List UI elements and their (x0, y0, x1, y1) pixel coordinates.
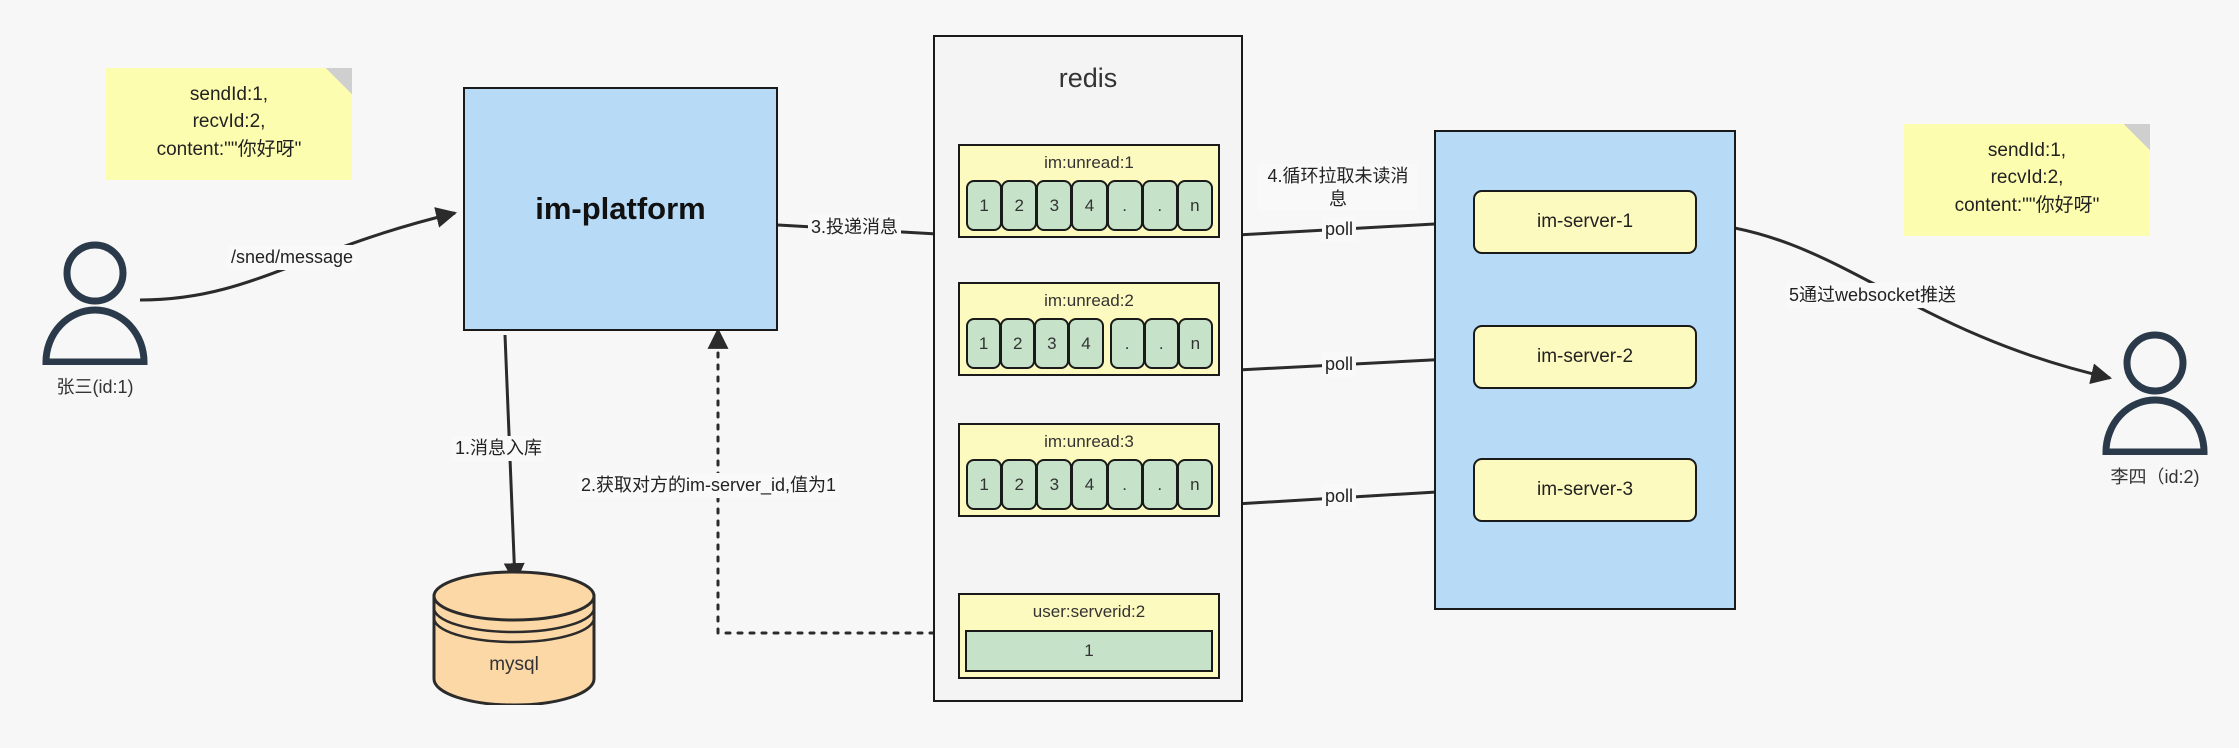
redis-cell[interactable]: 1 (966, 318, 1002, 369)
note-fold-icon (326, 68, 352, 94)
redis-title: redis (1058, 63, 1118, 93)
actor-receiver-label: 李四（id:2) (2110, 467, 2200, 487)
edge-label-step3: 3.投递消息 (808, 215, 902, 240)
sticky-note-left: sendId:1, recvId:2, content:""你好呀" (106, 68, 352, 180)
redis-cell[interactable]: 4 (1071, 459, 1108, 510)
mysql-database[interactable]: mysql (428, 570, 600, 707)
actor-sender-label: 张三(id:1) (56, 377, 134, 397)
sticky-note-right-text: sendId:1, recvId:2, content:""你好呀" (1954, 139, 2100, 216)
redis-key-label-1: im:unread:2 (1044, 291, 1134, 310)
redis-key-row-1[interactable]: im:unread:2 1 2 3 4 . . n (958, 282, 1220, 376)
edge-label-step1: 1.消息入库 (452, 436, 546, 461)
sticky-note-right: sendId:1, recvId:2, content:""你好呀" (1904, 124, 2150, 236)
note-fold-icon (2124, 124, 2150, 150)
redis-cell[interactable]: n (1176, 459, 1213, 510)
redis-cell[interactable]: . (1106, 180, 1143, 231)
redis-cell[interactable]: 2 (1001, 180, 1038, 231)
redis-kv-box[interactable]: user:serverid:2 1 (958, 593, 1220, 679)
person-icon (2102, 331, 2208, 455)
redis-cell[interactable]: 3 (1034, 318, 1070, 369)
actor-sender: 张三(id:1) (30, 240, 160, 397)
redis-cell[interactable]: 1 (966, 459, 1003, 510)
redis-cell[interactable]: 4 (1071, 180, 1108, 231)
redis-cells-0: 1 2 3 4 . . n (966, 180, 1213, 231)
redis-cell[interactable]: . (1141, 180, 1178, 231)
redis-cell[interactable]: . (1106, 459, 1143, 510)
im-platform-box[interactable]: im-platform (463, 87, 778, 331)
redis-cell[interactable]: . (1143, 318, 1179, 369)
redis-cell[interactable]: 4 (1068, 318, 1104, 369)
im-server-2-box[interactable]: im-server-2 (1473, 325, 1697, 389)
person-icon (42, 241, 148, 365)
redis-cell[interactable]: n (1176, 180, 1213, 231)
redis-key-label-2: im:unread:3 (1044, 432, 1134, 451)
redis-cells-1: 1 2 3 4 . . n (966, 318, 1213, 369)
redis-cell[interactable]: . (1141, 459, 1178, 510)
edge-sender-to-platform (139, 207, 458, 302)
redis-cell[interactable]: 3 (1036, 180, 1073, 231)
redis-cell[interactable]: 2 (1001, 459, 1038, 510)
redis-key-label-0: im:unread:1 (1044, 153, 1134, 172)
edge-label-send-message: /sned/message (228, 245, 357, 270)
redis-cell[interactable]: n (1177, 318, 1213, 369)
edge-label-poll-2: poll (1322, 352, 1357, 377)
mysql-label: mysql (489, 653, 539, 675)
redis-kv-value: 1 (965, 630, 1213, 672)
redis-cells-2: 1 2 3 4 . . n (966, 459, 1213, 510)
redis-cell[interactable]: 2 (1000, 318, 1036, 369)
edge-label-poll-3: poll (1322, 484, 1357, 509)
sticky-note-left-text: sendId:1, recvId:2, content:""你好呀" (156, 83, 302, 160)
actor-receiver: 李四（id:2) (2090, 330, 2220, 487)
edge-label-step2: 2.获取对方的im-server_id,值为1 (578, 473, 840, 498)
redis-kv-key: user:serverid:2 (1032, 602, 1146, 621)
redis-key-row-2[interactable]: im:unread:3 1 2 3 4 . . n (958, 423, 1220, 517)
redis-cell[interactable]: 3 (1036, 459, 1073, 510)
redis-cell[interactable]: 1 (966, 180, 1003, 231)
edge-redis-kv-to-platform (707, 327, 960, 635)
redis-cell[interactable]: . (1109, 318, 1145, 369)
edge-label-step4: 4.循环拉取未读消 息 (1258, 164, 1418, 211)
edge-label-poll-1: poll (1322, 217, 1357, 242)
im-server-1-box[interactable]: im-server-1 (1473, 190, 1697, 254)
im-server-3-box[interactable]: im-server-3 (1473, 458, 1697, 522)
redis-key-row-0[interactable]: im:unread:1 1 2 3 4 . . n (958, 144, 1220, 238)
edge-label-step5: 5通过websocket推送 (1786, 283, 1960, 308)
database-cylinder-icon (432, 570, 596, 707)
